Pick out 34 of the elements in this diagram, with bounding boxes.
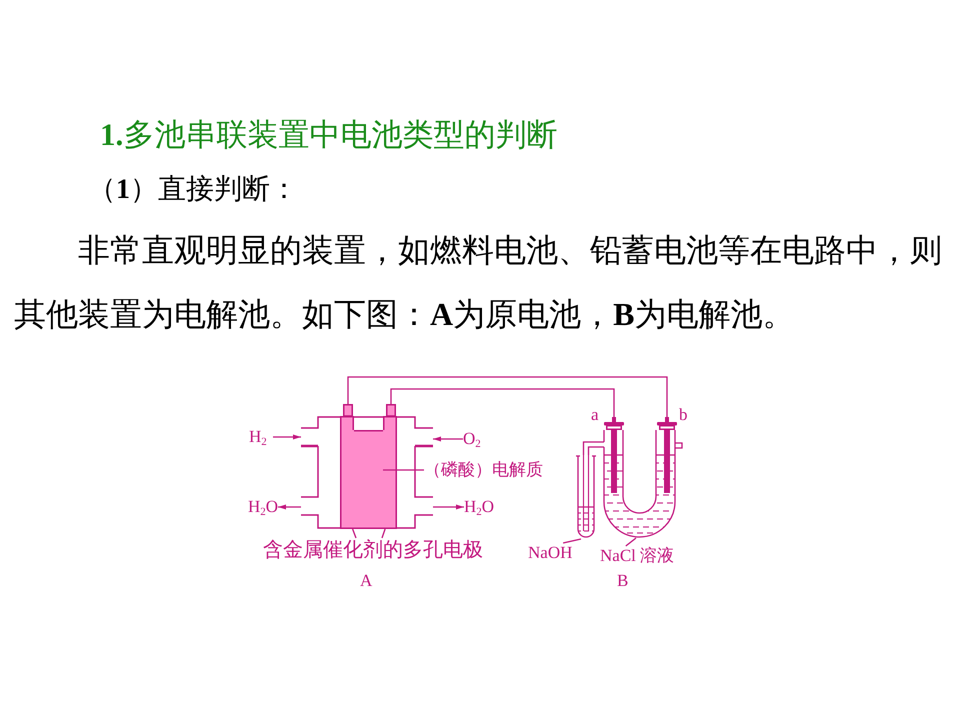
fuel-cell-housing — [301, 416, 433, 529]
test-tube — [576, 455, 596, 539]
leader-line — [562, 538, 582, 544]
caption-label: B — [617, 571, 628, 591]
u-tube — [597, 429, 683, 538]
leader-line — [352, 528, 357, 538]
leader-line — [381, 528, 386, 538]
electrode-rod — [604, 417, 624, 493]
paragraph: 非常直观明显的装置，如燃料电池、铅蓄电池等在电路中，则其他装置为电解池。如下图：A为原电池，B为电解池。 — [14, 231, 943, 334]
leader-line — [383, 469, 424, 471]
formula-label: NaOH — [528, 543, 582, 563]
formula-label: O$_{2}$ — [463, 429, 489, 449]
electrode-terminal — [386, 404, 396, 416]
arrow — [278, 504, 301, 510]
subheading: （1）直接判断： — [88, 173, 298, 207]
caption-label: A — [360, 571, 372, 591]
formula-label: H$_{2}$O — [240, 497, 278, 517]
callout-label: NaCl 溶液 — [600, 546, 692, 566]
delivery-tube — [582, 441, 598, 456]
arrow — [433, 436, 463, 442]
arrow — [433, 504, 464, 510]
leader-line — [625, 537, 636, 547]
callout-label: 含金属催化剂的多孔电极 — [263, 538, 491, 562]
electrode-rod — [657, 417, 677, 493]
callout-label: （磷酸）电解质 — [424, 460, 548, 480]
heading: 1.多池串联装置中电池类型的判断 — [100, 116, 558, 154]
electrode-label: a — [591, 405, 599, 425]
formula-label: H$_{2}$ — [249, 427, 273, 447]
wire — [347, 376, 668, 417]
electrode-label: b — [679, 405, 688, 425]
arrow — [273, 434, 301, 440]
electrode-terminal — [343, 404, 353, 416]
wire — [390, 388, 615, 417]
formula-label: H$_{2}$O — [464, 497, 502, 517]
